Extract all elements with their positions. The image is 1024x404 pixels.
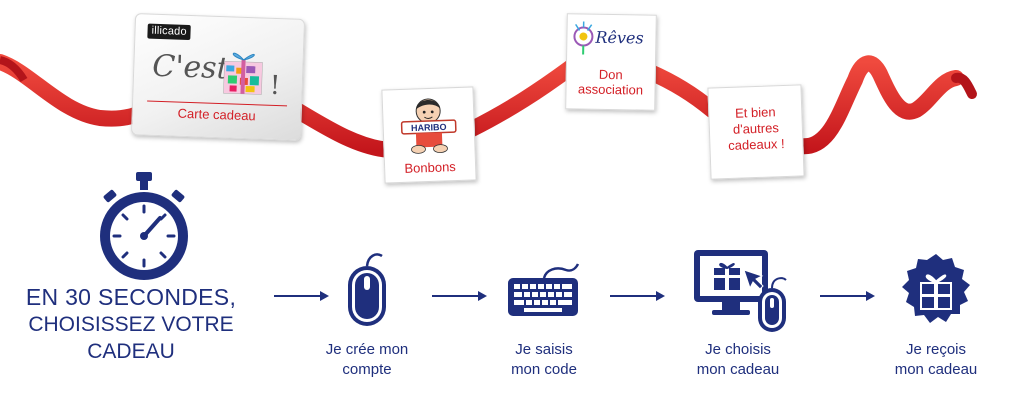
other-gifts-label: Et bien d'autres cadeaux ! xyxy=(713,104,799,155)
keyboard-icon xyxy=(508,263,580,316)
reves-brand-text: Rêves xyxy=(594,28,644,48)
headline: EN 30 SECONDES, CHOISISSEZ VOTRE CADEAU xyxy=(6,284,256,365)
illicado-exclamation: ! xyxy=(269,70,281,102)
illicado-card-label: Carte cadeau xyxy=(146,100,288,125)
other-gifts-card: Et bien d'autres cadeaux ! xyxy=(707,84,805,180)
haribo-boy-icon: HARIBO xyxy=(400,98,457,154)
step-4-line2: mon cadeau xyxy=(894,361,978,378)
step-4-label: Je reçois mon cadeau xyxy=(871,340,1001,380)
step-3-line1: Je choisis xyxy=(705,341,771,358)
reves-card-label: Don association xyxy=(566,66,655,98)
mouse-icon xyxy=(348,253,386,326)
haribo-gift-card: HARIBO Bonbons xyxy=(381,86,477,184)
colorful-gift-icon xyxy=(223,52,263,95)
reves-logo: Rêves xyxy=(573,21,644,55)
step-2-line1: Je saisis xyxy=(515,341,573,358)
gift-badge-icon xyxy=(902,254,970,323)
step-1-label: Je crée mon compte xyxy=(302,340,432,380)
step-4-line1: Je reçois xyxy=(905,341,967,358)
headline-line1: EN 30 SECONDES, xyxy=(25,284,237,310)
arrow-right-icon xyxy=(274,291,329,301)
computer-gift-icon xyxy=(694,250,787,332)
haribo-card-label: Bonbons xyxy=(404,159,457,176)
arrow-right-icon xyxy=(610,291,665,301)
haribo-brand-text: HARIBO xyxy=(411,122,447,133)
arrow-right-icon xyxy=(820,291,875,301)
illicado-gift-card: illicado C'est ! Carte cadeau xyxy=(130,13,306,141)
reves-gift-card: Rêves Don association xyxy=(565,13,657,111)
headline-line3: CADEAU xyxy=(87,340,175,363)
reves-label-line2: association xyxy=(577,81,644,98)
step-2-label: Je saisis mon code xyxy=(479,340,609,380)
step-1-line2: compte xyxy=(342,361,392,378)
stopwatch-icon xyxy=(100,172,188,280)
illicado-logo: illicado xyxy=(147,23,192,41)
step-2-line2: mon code xyxy=(511,361,577,378)
other-gifts-line3: cadeaux ! xyxy=(728,136,785,153)
step-3-line2: mon cadeau xyxy=(696,361,780,378)
step-3-label: Je choisis mon cadeau xyxy=(673,340,803,380)
arrow-right-icon xyxy=(432,291,487,301)
headline-line2: CHOISISSEZ VOTRE xyxy=(28,313,234,336)
illicado-tagline: C'est xyxy=(151,48,230,87)
reves-label-line1: Don xyxy=(598,66,623,83)
step-1-line1: Je crée mon xyxy=(325,341,409,358)
